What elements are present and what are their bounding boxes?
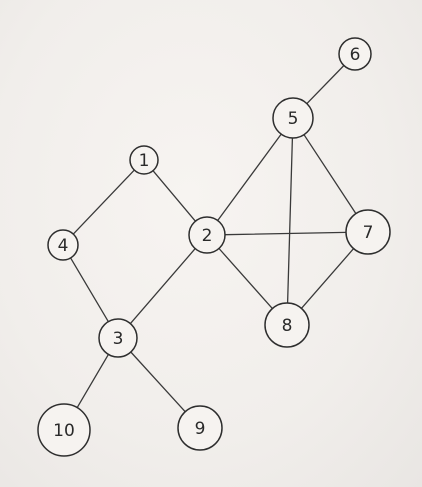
edge-5-7: [303, 134, 357, 215]
node-10: 10: [37, 403, 91, 457]
node-circle: [37, 403, 91, 457]
edge-3-9: [130, 351, 186, 413]
edge-1-4: [72, 169, 135, 235]
node-label: 4: [58, 236, 69, 256]
node-label: 5: [288, 109, 299, 129]
node-label: 3: [113, 329, 124, 349]
edge-1-2: [152, 170, 197, 222]
edge-5-6: [306, 64, 345, 105]
node-label: 7: [363, 223, 374, 243]
edge-7-8: [300, 247, 355, 310]
node-6: 6: [338, 37, 372, 71]
node-8: 8: [264, 302, 310, 348]
node-label: 6: [350, 45, 361, 65]
edge-2-7: [224, 231, 347, 236]
node-circle: [47, 229, 79, 261]
node-circle: [129, 145, 159, 175]
edge-4-3: [69, 257, 109, 323]
node-circle: [338, 37, 372, 71]
node-4: 4: [47, 229, 79, 261]
node-label: 1: [139, 151, 150, 171]
node-circle: [272, 97, 314, 139]
node-label: 8: [282, 316, 293, 336]
node-5: 5: [272, 97, 314, 139]
node-circle: [98, 318, 138, 358]
edges-layer: [69, 64, 357, 413]
node-label: 2: [202, 226, 213, 246]
node-1: 1: [129, 145, 159, 175]
edge-2-3: [129, 247, 196, 325]
node-circle: [177, 405, 223, 451]
node-circle: [264, 302, 310, 348]
node-9: 9: [177, 405, 223, 451]
node-7: 7: [345, 209, 391, 255]
node-label: 9: [195, 419, 206, 439]
node-3: 3: [98, 318, 138, 358]
edge-3-10: [76, 353, 110, 409]
node-label: 10: [53, 421, 75, 441]
node-circle: [188, 216, 226, 254]
edge-2-5: [217, 133, 282, 222]
edge-2-8: [218, 247, 274, 310]
edge-5-8: [286, 137, 294, 304]
node-circle: [345, 209, 391, 255]
nodes-layer: 1 2 3 4 5 6 7 8 9 10: [37, 37, 391, 457]
node-2: 2: [188, 216, 226, 254]
